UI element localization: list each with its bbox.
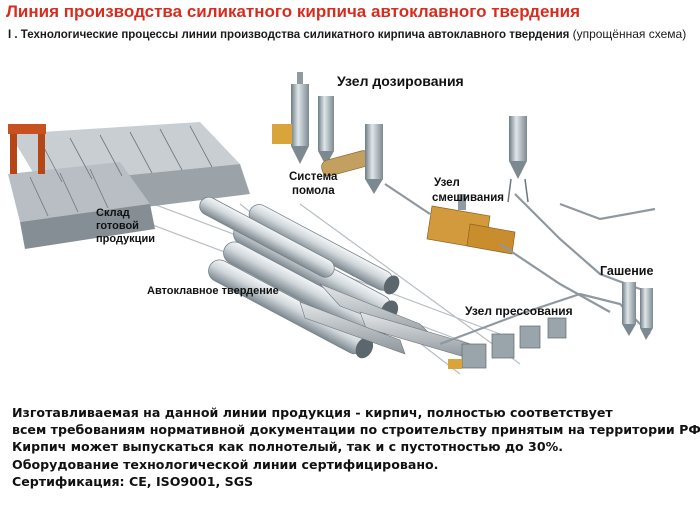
subtitle-extra: (упрощённая схема) bbox=[572, 27, 687, 41]
label-pressing: Узел прессования bbox=[465, 304, 573, 318]
label-warehouse-line1: Склад bbox=[96, 207, 130, 219]
description-line: Изготавливаемая на данной линии продукци… bbox=[12, 405, 613, 420]
label-dosing: Узел дозирования bbox=[337, 73, 464, 89]
description-line: Оборудование технологической линии серти… bbox=[12, 456, 439, 472]
brick-carts bbox=[299, 283, 476, 361]
slaking-silos bbox=[622, 282, 653, 340]
pressing-unit bbox=[448, 317, 567, 369]
dosing-silos bbox=[272, 72, 334, 166]
description-line: Сертификация: CE, ISO9001, SGS bbox=[12, 473, 254, 489]
diagram-subtitle: I . Технологические процессы линии произ… bbox=[8, 27, 686, 41]
label-autoclave: Автоклавное твердение bbox=[147, 285, 279, 297]
label-warehouse-line3: продукции bbox=[96, 233, 155, 245]
label-warehouse-line2: готовой bbox=[96, 220, 139, 232]
lime-silo bbox=[507, 116, 529, 203]
warehouse-stacks bbox=[8, 122, 250, 249]
page-title: Линия производства силикатного кирпича а… bbox=[6, 2, 581, 21]
label-slaking: Гашение bbox=[600, 264, 653, 278]
label-grinding-line2: помола bbox=[292, 185, 335, 197]
description-line: Кирпич может выпускаться как полнотелый,… bbox=[12, 439, 563, 455]
production-line-illustration: Узел дозирования Система помола Узел сме… bbox=[8, 72, 656, 375]
description-block: Изготавливаемая на данной линии продукци… bbox=[12, 404, 700, 490]
label-grinding-line1: Система bbox=[289, 171, 338, 183]
label-mixing-line1: Узел bbox=[434, 177, 460, 189]
label-mixing-line2: смешивания bbox=[432, 192, 504, 204]
subtitle-main: I . Технологические процессы линии произ… bbox=[8, 29, 570, 41]
grinding-mill bbox=[321, 124, 383, 194]
description-line: всем требованиям нормативной документаци… bbox=[12, 422, 700, 438]
gantry-crane bbox=[8, 124, 46, 174]
